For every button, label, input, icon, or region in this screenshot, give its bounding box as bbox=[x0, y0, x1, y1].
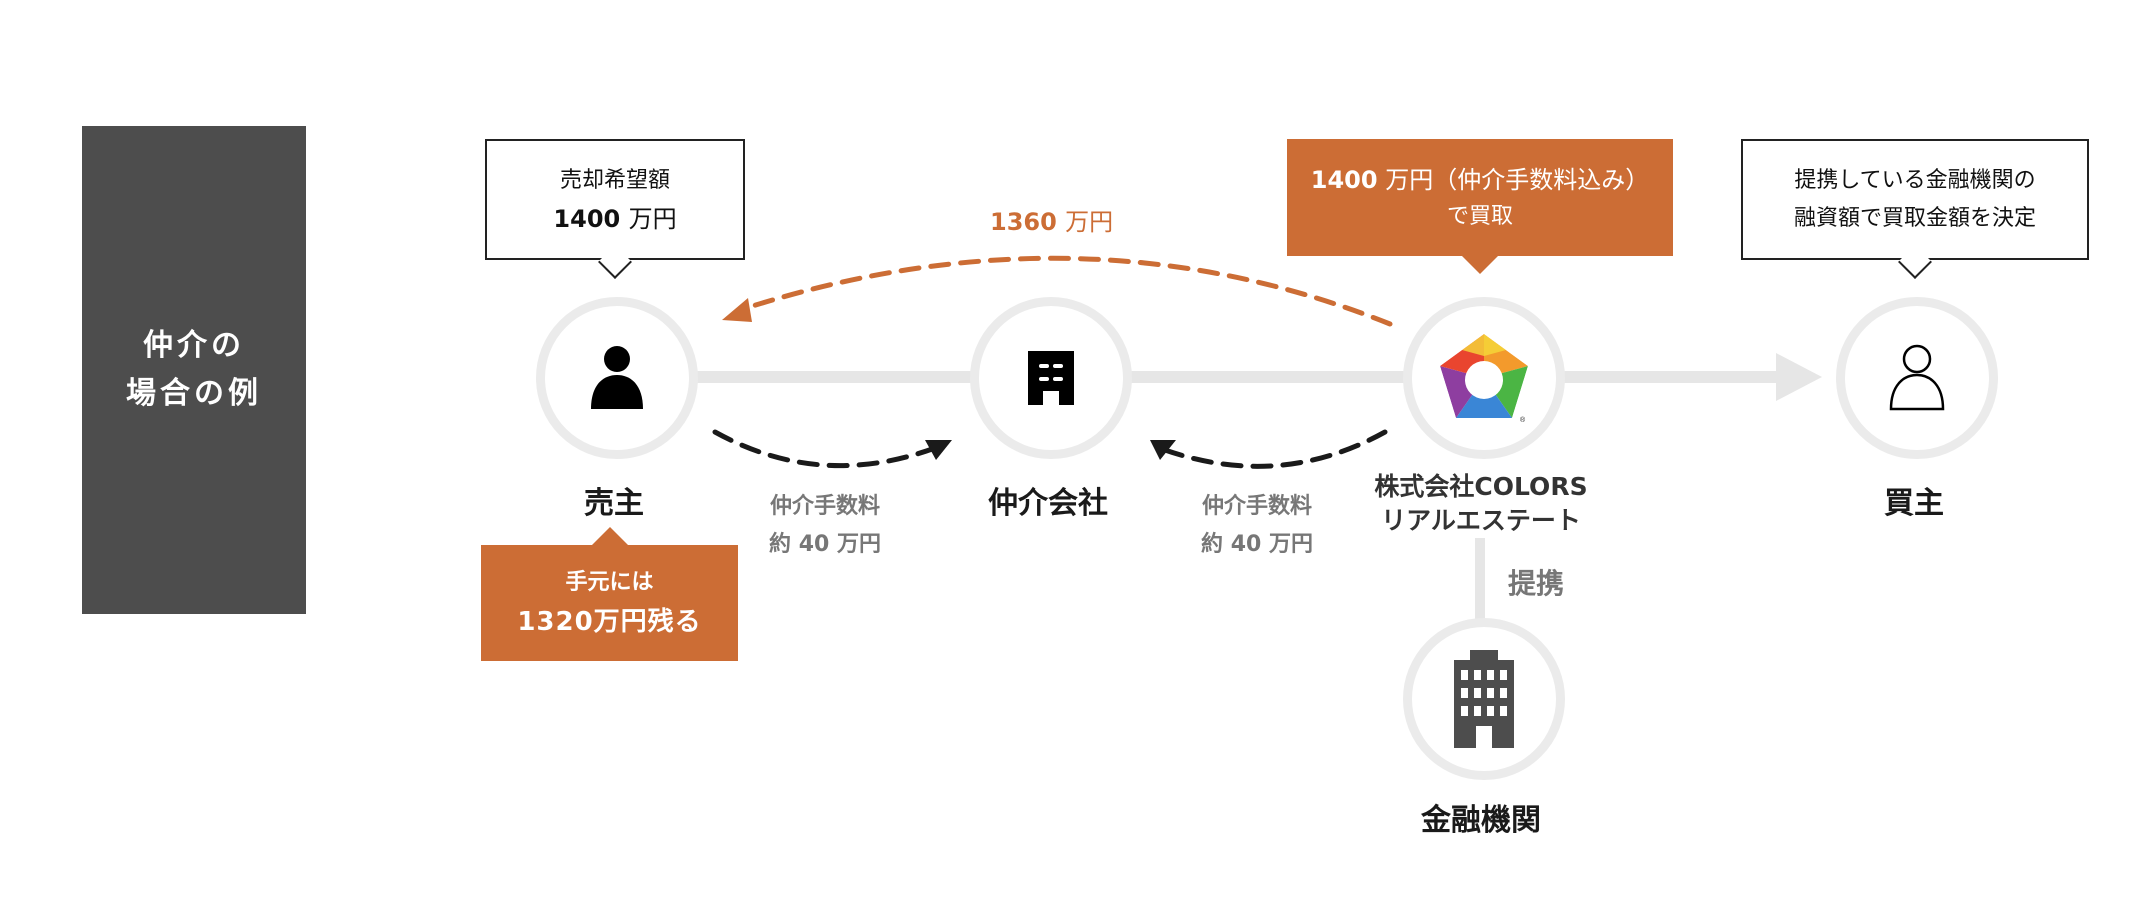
broker-node bbox=[970, 297, 1132, 459]
svg-text:®: ® bbox=[1520, 416, 1526, 424]
colors-label-line-1: 株式会社COLORS bbox=[1374, 472, 1588, 501]
seller-remaining-callout: 手元には 1320万円残る bbox=[481, 527, 738, 661]
purchase-line-1: 1400 万円（仲介手数料込み） bbox=[1311, 161, 1649, 199]
buyer-note-line-1: 提携している金融機関の bbox=[1794, 167, 2036, 193]
connector-broker-colors bbox=[1125, 371, 1415, 383]
colors-fee-label: 仲介手数料 約 40 万円 bbox=[1187, 488, 1327, 564]
seller-fee-label: 仲介手数料 約 40 万円 bbox=[755, 488, 895, 564]
colors-purchase-callout: 1400 万円（仲介手数料込み） で買取 bbox=[1287, 139, 1673, 274]
bank-node bbox=[1403, 618, 1565, 780]
seller-label: 売主 bbox=[584, 486, 644, 521]
seller-fee-line-1: 仲介手数料 bbox=[769, 494, 880, 519]
seller-fee-arrow bbox=[712, 429, 938, 469]
purchase-unit: 万円（仲介手数料込み） bbox=[1385, 165, 1650, 194]
seller-desired-price-callout: 売却希望額 1400 万円 bbox=[485, 139, 745, 279]
colors-pentagon-logo: ® bbox=[1440, 334, 1528, 424]
colors-fee-line-1: 仲介手数料 bbox=[1201, 494, 1312, 519]
purchase-amount: 1400 bbox=[1310, 165, 1378, 194]
payment-to-seller-amount: 1360 万円 bbox=[990, 202, 1113, 237]
colors-fee-arrowhead-icon bbox=[1150, 440, 1176, 460]
colors-label-line-2: リアルエステート bbox=[1381, 506, 1581, 535]
bank-label: 金融機関 bbox=[1421, 803, 1541, 838]
office-building-icon bbox=[1454, 650, 1514, 748]
purchase-line-2: で買取 bbox=[1446, 203, 1513, 229]
colors-fee-line-2: 約 40 万円 bbox=[1201, 532, 1313, 557]
buyer-label: 買主 bbox=[1884, 486, 1944, 521]
colors-node: ® bbox=[1403, 297, 1565, 459]
callout-tail bbox=[591, 527, 628, 545]
buyer-note-line-2: 融資額で買取金額を決定 bbox=[1793, 205, 2036, 231]
panel-line-2: 場合の例 bbox=[126, 376, 262, 411]
seller-fee-line-2: 約 40 万円 bbox=[769, 532, 881, 557]
panel-line-1: 仲介の bbox=[143, 328, 245, 363]
example-label-text: 仲介の 場合の例 bbox=[126, 322, 262, 418]
payment-unit: 万円 bbox=[1065, 208, 1114, 236]
desired-price-unit: 万円 bbox=[628, 204, 677, 233]
broker-label: 仲介会社 bbox=[988, 486, 1108, 521]
example-label-panel: 仲介の 場合の例 bbox=[82, 126, 306, 614]
payment-arrowhead-icon bbox=[722, 298, 752, 322]
arrow-to-buyer-icon bbox=[1776, 353, 1822, 401]
connector-seller-broker bbox=[690, 371, 980, 383]
desired-price-heading: 売却希望額 bbox=[559, 167, 670, 193]
callout-tail bbox=[1462, 256, 1498, 274]
buyer-note-callout: 提携している金融機関の 融資額で買取金額を決定 bbox=[1741, 139, 2089, 279]
remaining-line-1: 手元には bbox=[565, 570, 654, 595]
person-filled-icon bbox=[591, 346, 643, 409]
alliance-label: 提携 bbox=[1508, 567, 1565, 600]
desired-price-amount: 1400 bbox=[553, 204, 621, 233]
remaining-line-2: 1320万円残る bbox=[517, 607, 702, 637]
seller-node bbox=[536, 297, 698, 459]
seller-fee-arrowhead-icon bbox=[925, 440, 952, 460]
desired-price-value: 1400 万円 bbox=[553, 200, 676, 238]
small-building-icon bbox=[1028, 351, 1074, 405]
connector-colors-buyer bbox=[1560, 371, 1780, 383]
colors-fee-arrow bbox=[1162, 429, 1388, 469]
colors-label: 株式会社COLORS リアルエステート bbox=[1374, 470, 1587, 538]
payment-amount: 1360 bbox=[990, 208, 1057, 236]
connector-colors-bank bbox=[1475, 538, 1485, 628]
payment-to-seller-arrow bbox=[737, 255, 1393, 327]
person-outline-icon bbox=[1889, 344, 1945, 411]
buyer-node bbox=[1836, 297, 1998, 459]
